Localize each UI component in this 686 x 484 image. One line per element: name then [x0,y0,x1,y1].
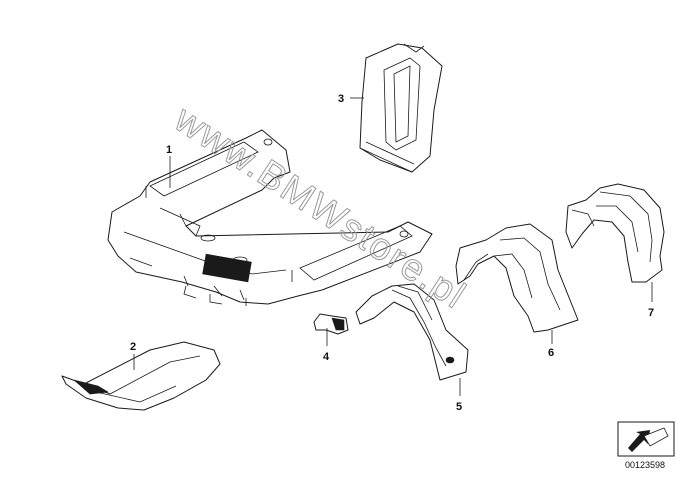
callout-2: 2 [130,341,136,353]
leader-lines [133,97,653,396]
callout-5: 5 [456,401,462,413]
callout-1: 1 [166,144,172,156]
callout-3: 3 [338,93,344,105]
part-5-arch-bracket [355,283,469,381]
reference-number: 00123598 [625,460,665,470]
part-3-channel-panel [359,43,443,173]
part-6-arch-panel [455,223,579,333]
part-1-subframe [107,129,433,306]
callout-6: 6 [548,347,554,359]
part-7-rear-arch-panel [565,183,665,283]
part-2-tray [61,341,221,411]
callout-7: 7 [648,307,654,319]
callout-4: 4 [323,351,330,363]
arrow-box-icon [617,421,675,457]
part-4-bracket [313,313,349,335]
